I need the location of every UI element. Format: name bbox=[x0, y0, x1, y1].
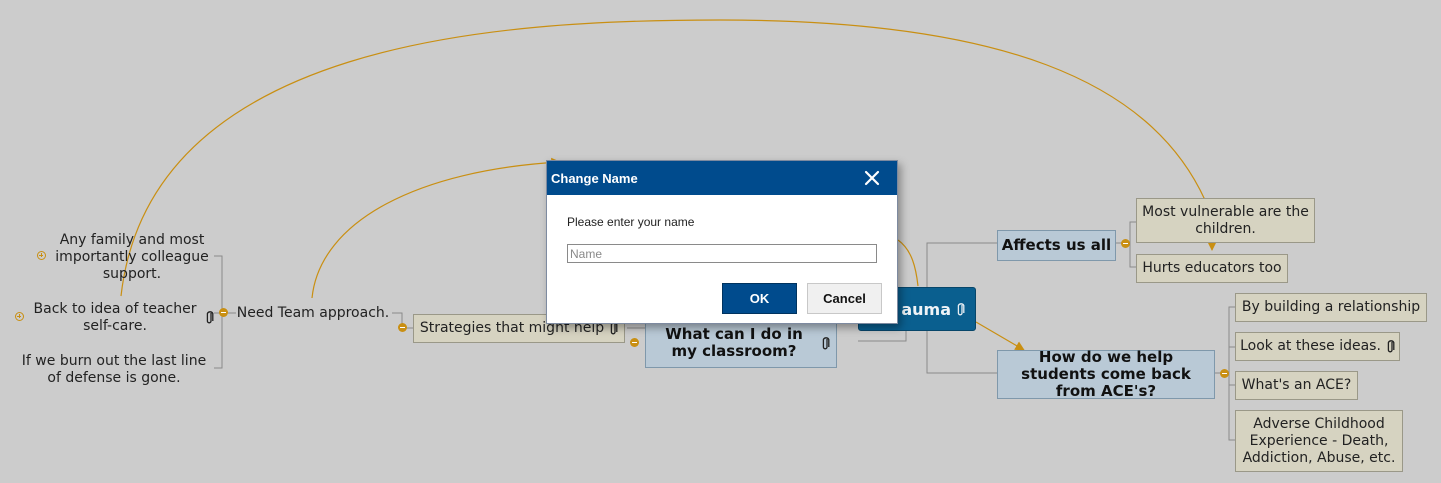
node-adverse-childhood[interactable]: Adverse Childhood Experience - Death, Ad… bbox=[1235, 410, 1403, 472]
node-family-support[interactable]: Any family and most importantly colleagu… bbox=[50, 231, 214, 283]
node-label: Look at these ideas. bbox=[1240, 338, 1381, 354]
node-affects-us-all[interactable]: Affects us all bbox=[997, 230, 1116, 261]
node-label: Back to idea of teacher self-care. bbox=[33, 300, 197, 334]
expand-toggle[interactable] bbox=[37, 251, 46, 260]
node-teacher-self-care[interactable]: Back to idea of teacher self-care. bbox=[30, 300, 214, 335]
dialog-title: Change Name bbox=[551, 170, 638, 186]
node-label: Affects us all bbox=[1001, 236, 1112, 254]
node-label: Need Team approach. bbox=[236, 304, 390, 321]
node-need-team-approach[interactable]: Need Team approach. bbox=[234, 303, 392, 323]
collapse-toggle[interactable] bbox=[398, 323, 407, 332]
node-what-can-i-do[interactable]: What can I do in my classroom? bbox=[645, 318, 837, 368]
node-label: Most vulnerable are the children. bbox=[1142, 203, 1309, 237]
expand-toggle[interactable] bbox=[15, 312, 24, 321]
central-node-label: auma bbox=[901, 299, 951, 319]
dialog-title-bar[interactable]: Change Name bbox=[547, 161, 897, 195]
cancel-button[interactable]: Cancel bbox=[807, 283, 882, 314]
node-help-students[interactable]: How do we help students come back from A… bbox=[997, 348, 1215, 400]
attachment-icon[interactable] bbox=[1386, 339, 1395, 354]
attachment-icon[interactable] bbox=[956, 302, 965, 317]
node-label: How do we help students come back from A… bbox=[1021, 348, 1191, 400]
node-label: Any family and most importantly colleagu… bbox=[55, 231, 209, 282]
node-burn-out[interactable]: If we burn out the last line of defense … bbox=[14, 352, 214, 387]
node-label: What's an ACE? bbox=[1241, 377, 1352, 393]
node-hurts-educators[interactable]: Hurts educators too bbox=[1136, 254, 1288, 283]
node-label: Adverse Childhood Experience - Death, Ad… bbox=[1242, 415, 1396, 466]
node-label: What can I do in my classroom? bbox=[665, 325, 803, 360]
node-label: Strategies that might help bbox=[419, 320, 605, 336]
attachment-icon[interactable] bbox=[205, 310, 214, 325]
close-icon[interactable] bbox=[863, 169, 881, 187]
name-input[interactable] bbox=[567, 244, 877, 263]
collapse-toggle[interactable] bbox=[1220, 369, 1229, 378]
ok-button[interactable]: OK bbox=[722, 283, 797, 314]
change-name-dialog: Change Name Please enter your name OK Ca… bbox=[546, 160, 898, 324]
name-prompt-label: Please enter your name bbox=[567, 215, 695, 229]
node-building-relationship[interactable]: By building a relationship bbox=[1235, 293, 1427, 322]
collapse-toggle[interactable] bbox=[1121, 239, 1130, 248]
node-look-at-ideas[interactable]: Look at these ideas. bbox=[1235, 332, 1400, 361]
node-label: If we burn out the last line of defense … bbox=[21, 352, 207, 386]
node-strategies[interactable]: Strategies that might help bbox=[413, 314, 625, 343]
node-label: Hurts educators too bbox=[1142, 260, 1282, 276]
node-whats-an-ace[interactable]: What's an ACE? bbox=[1235, 371, 1358, 400]
collapse-toggle[interactable] bbox=[630, 338, 639, 347]
node-label: By building a relationship bbox=[1241, 299, 1421, 315]
node-most-vulnerable[interactable]: Most vulnerable are the children. bbox=[1136, 198, 1315, 243]
attachment-icon[interactable] bbox=[821, 336, 830, 351]
collapse-toggle[interactable] bbox=[219, 308, 228, 317]
